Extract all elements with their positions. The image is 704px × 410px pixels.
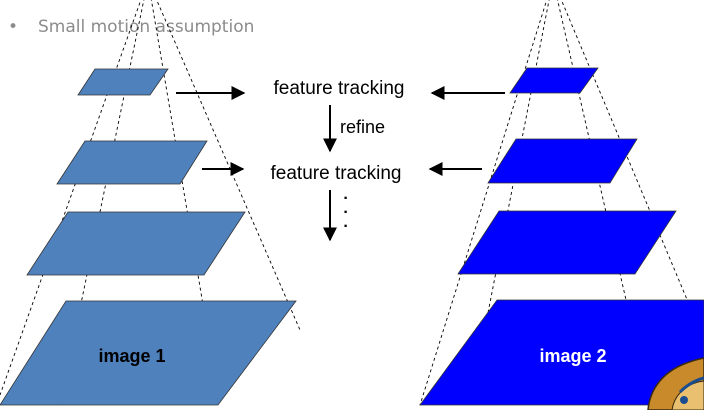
tracking-annotations: feature tracking feature tracking refine…: [176, 78, 505, 242]
pyramid-1-level-4: [77, 68, 169, 96]
image-1-label: image 1: [98, 346, 165, 366]
pyramid-2-level-1: [419, 299, 704, 406]
continuation-dot-2: ·: [343, 204, 348, 221]
bullet-text: Small motion assumption: [38, 17, 255, 37]
pyramid-image-2: image 2: [419, 0, 704, 406]
feature-tracking-top-label: feature tracking: [274, 78, 405, 99]
pyramid-image-1: image 1: [0, 0, 301, 406]
pyramid-2-level-4: [509, 67, 599, 94]
mascot-icon: [647, 357, 704, 410]
refine-label: refine: [340, 117, 385, 137]
image-2-label: image 2: [539, 346, 606, 366]
feature-tracking-bottom-label: feature tracking: [271, 163, 402, 184]
pyramid-1-level-2: [26, 211, 246, 276]
bullet-dot: •: [8, 17, 19, 37]
pyramid-2-level-2: [457, 210, 677, 275]
pyramid-2-level-3: [487, 138, 638, 184]
continuation-dot-3: ·: [343, 218, 348, 235]
pyramid-1-level-3: [56, 140, 208, 185]
continuation-dot-1: ·: [343, 190, 348, 207]
pyramid-1-level-1: [0, 300, 297, 406]
bullet-point: • Small motion assumption: [8, 17, 254, 37]
